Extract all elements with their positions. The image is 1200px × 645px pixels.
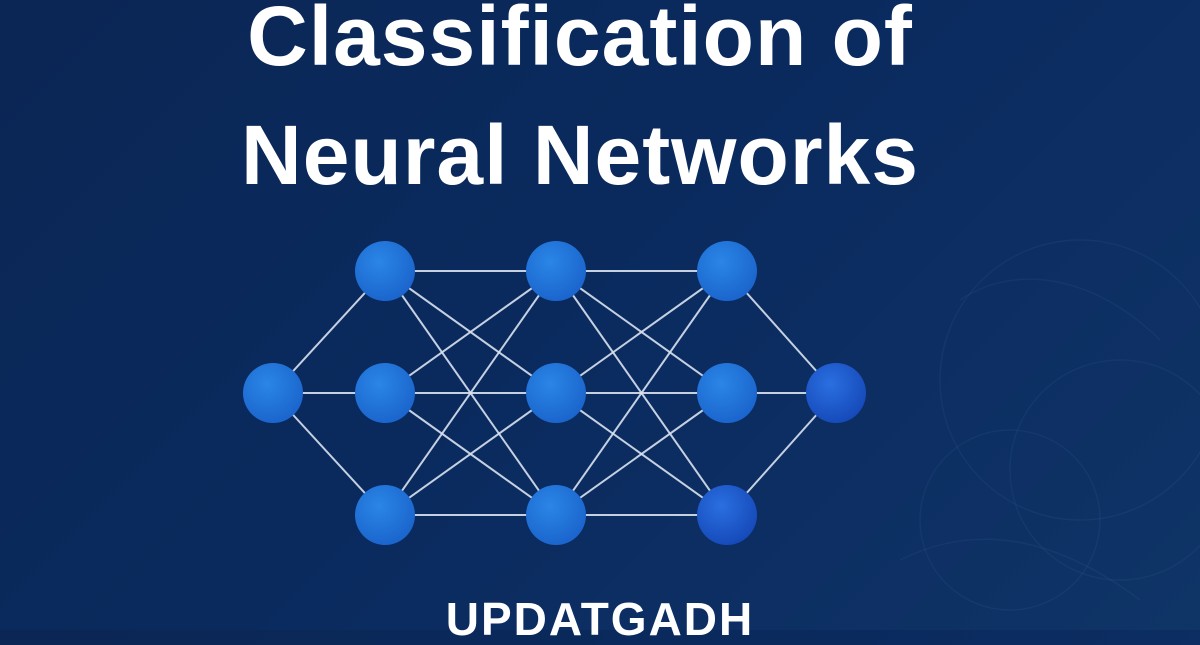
network-edge [555, 270, 728, 516]
network-node-layer-2 [355, 241, 415, 301]
network-edge [555, 392, 728, 516]
page-title-line-1: Classification of [247, 0, 913, 83]
network-node-layer-4 [697, 485, 757, 545]
network-node-layer-2 [355, 485, 415, 545]
network-node-layer-5 [806, 363, 866, 423]
network-node-layer-4 [697, 241, 757, 301]
network-node-layer-2 [355, 363, 415, 423]
network-edge [384, 392, 557, 516]
brand-logo-text: UPDATGADH [445, 593, 755, 645]
network-edge [555, 270, 728, 394]
network-edge [384, 270, 557, 516]
network-node-layer-3 [526, 363, 586, 423]
network-node-layer-3 [526, 241, 586, 301]
network-node-layer-1 [243, 363, 303, 423]
network-node-layer-3 [526, 485, 586, 545]
network-edge [384, 270, 557, 394]
neural-network-diagram [243, 241, 866, 545]
page-title-line-2: Neural Networks [241, 108, 919, 202]
network-nodes [243, 241, 866, 545]
network-node-layer-4 [697, 363, 757, 423]
